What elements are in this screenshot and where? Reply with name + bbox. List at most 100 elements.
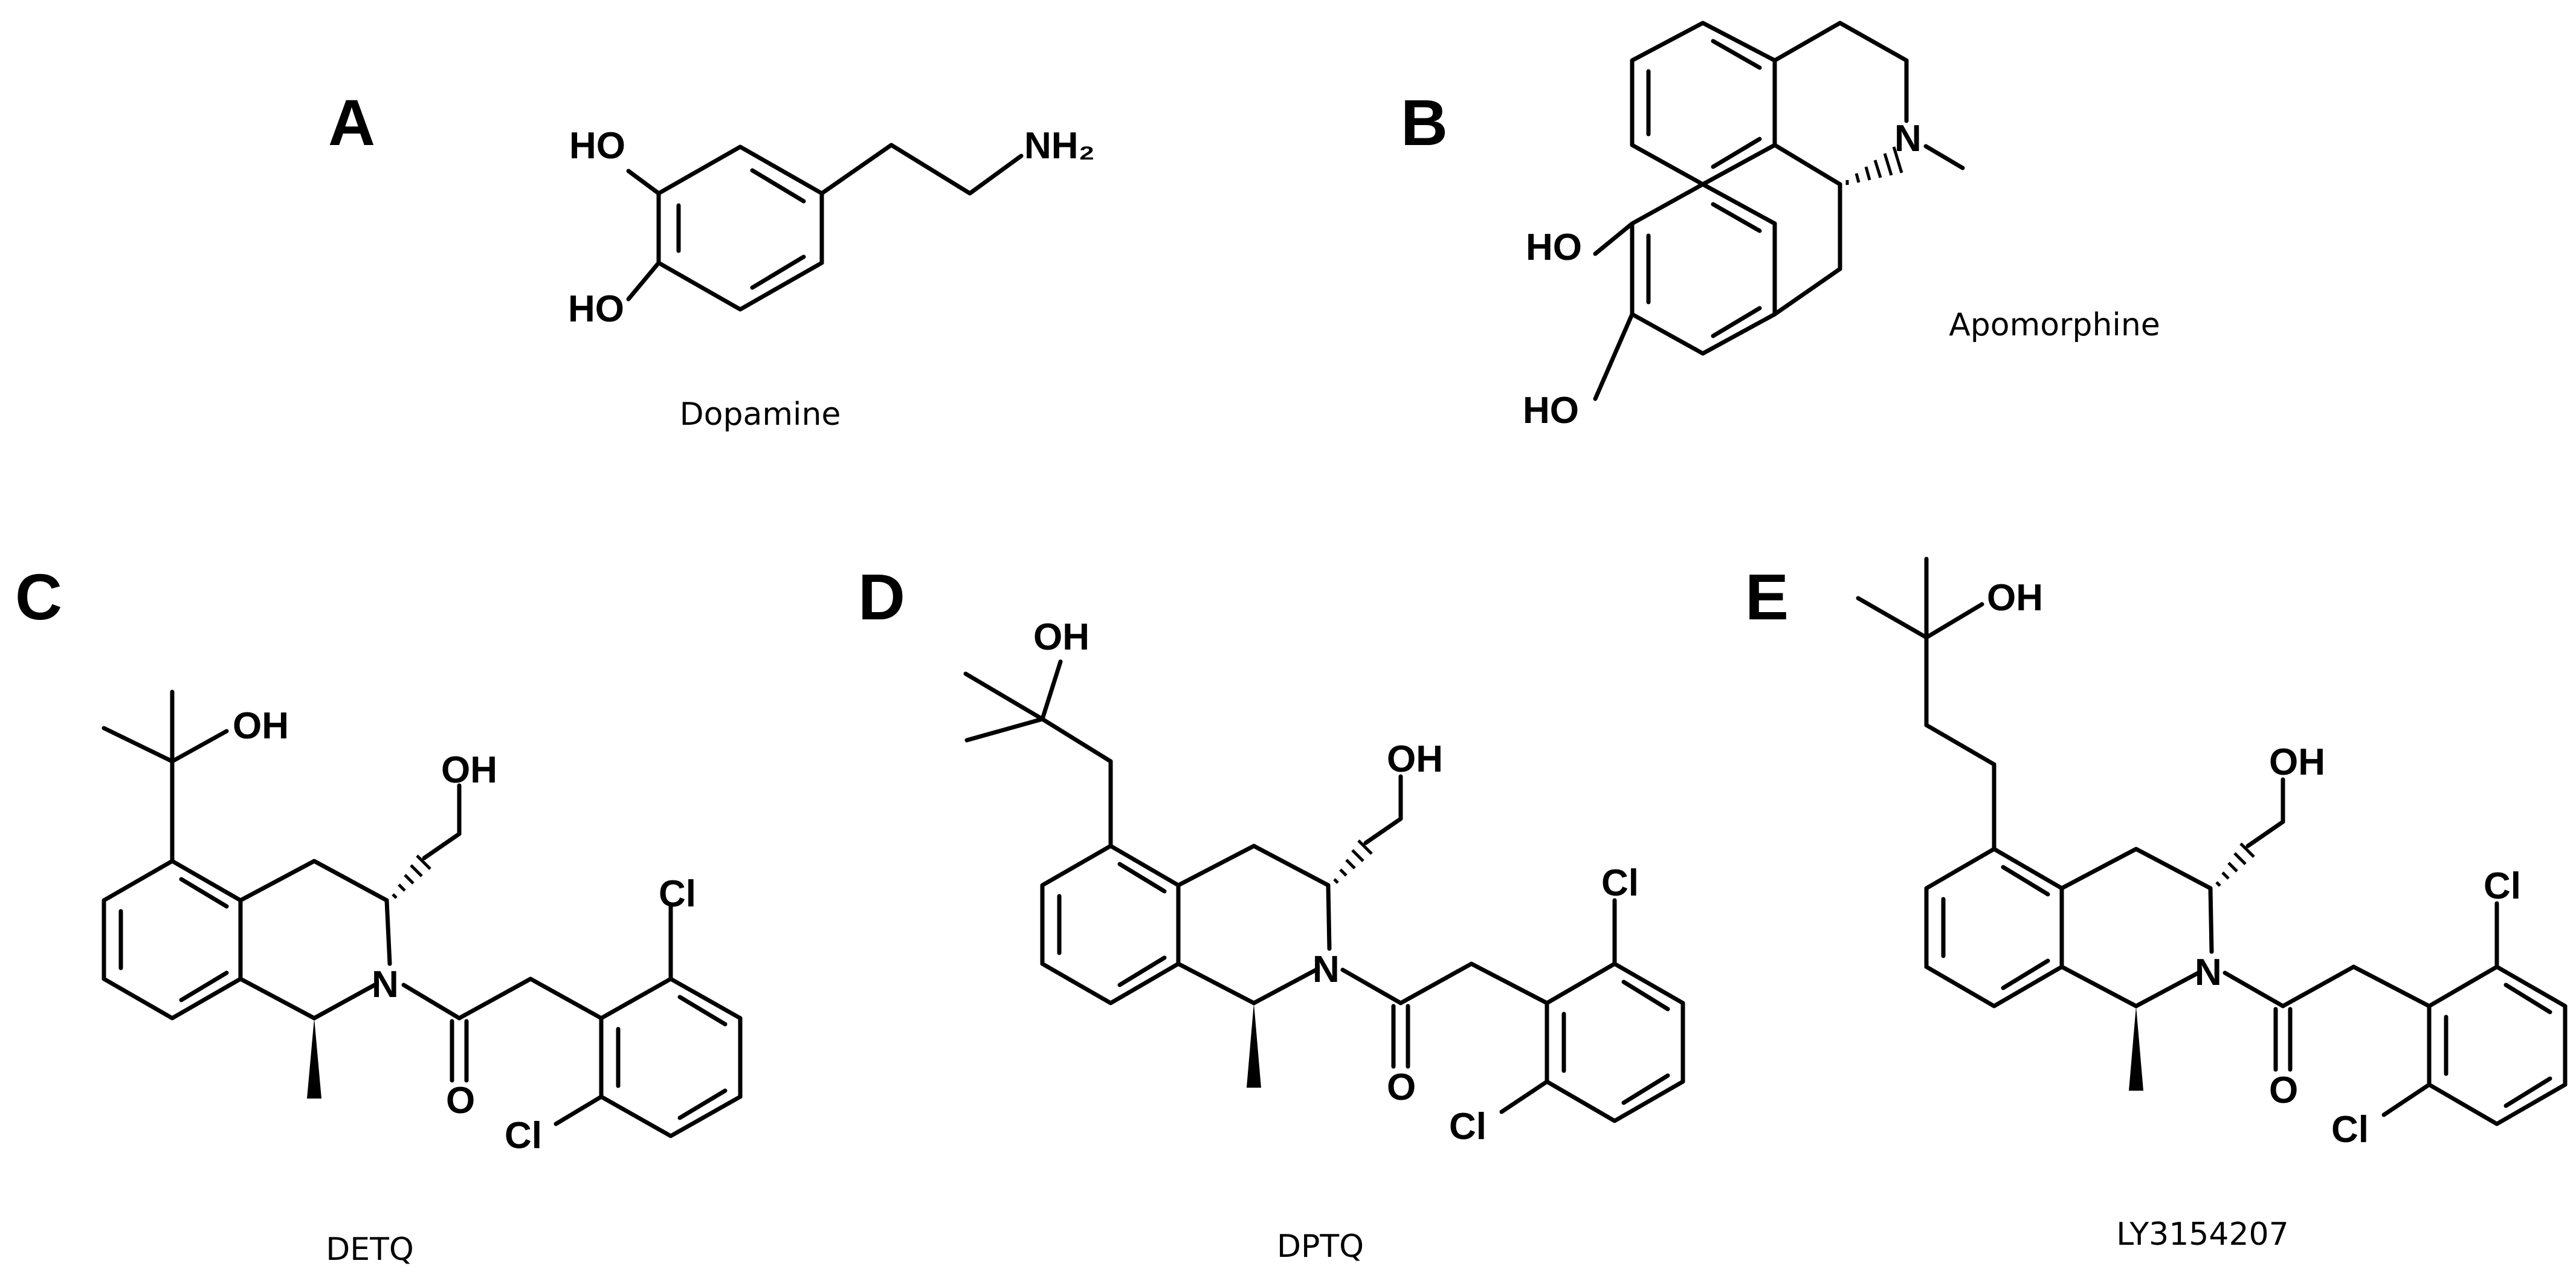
apomorphine-n-methyl bbox=[1923, 144, 1965, 170]
detq-structure: OH OH N O Cl Cl bbox=[102, 689, 743, 1157]
caption-detq: DETQ bbox=[326, 1231, 414, 1268]
atom-label-oh: OH bbox=[1987, 577, 2043, 619]
dptq-hashed-bond bbox=[1333, 839, 1373, 884]
detq-bond bbox=[170, 729, 229, 764]
dptq-bond bbox=[1040, 717, 1113, 764]
atom-label-n: N bbox=[372, 964, 399, 1005]
caption-ly3154207: LY3154207 bbox=[2116, 1216, 2288, 1253]
atom-label-ho: HO bbox=[1526, 227, 1582, 268]
atom-label-oh: OH bbox=[2269, 741, 2325, 783]
detq-ring-bond bbox=[238, 859, 389, 903]
dptq-benzene bbox=[1040, 844, 1181, 1005]
atom-label-o: O bbox=[1387, 1067, 1416, 1108]
apomorphine-double-bond bbox=[1711, 202, 1762, 233]
panel-label-b: B bbox=[1401, 86, 1448, 159]
dopamine-double-bond bbox=[750, 254, 806, 290]
ly-double-bond bbox=[2001, 865, 2050, 897]
atom-label-cl: Cl bbox=[505, 1115, 542, 1157]
atom-label-cl: Cl bbox=[1601, 862, 1639, 904]
panel-label-a: A bbox=[328, 86, 375, 159]
panel-label-e: E bbox=[1745, 560, 1789, 633]
apomorphine-piperidine bbox=[1772, 21, 1909, 123]
detq-ring-bond bbox=[238, 976, 317, 1021]
ly-hashed-bond bbox=[2215, 842, 2255, 887]
panel-b: B bbox=[1401, 21, 2160, 431]
dptq-bond bbox=[964, 717, 1045, 743]
ly-double-bond bbox=[2001, 958, 2050, 990]
dopamine-structure: HO HO NH₂ bbox=[568, 125, 1095, 330]
ly-amide-bond bbox=[2223, 970, 2285, 1009]
dptq-cl-bond bbox=[1499, 1079, 1549, 1114]
detq-cl-bond bbox=[554, 1094, 604, 1126]
ly-double-bond bbox=[2503, 983, 2552, 1015]
atom-label-cl: Cl bbox=[1449, 1106, 1487, 1147]
detq-double-bond bbox=[677, 995, 728, 1027]
detq-double-bond bbox=[179, 877, 229, 909]
panel-label-d: D bbox=[858, 560, 905, 633]
dptq-double-bond bbox=[1117, 862, 1167, 894]
dptq-bond bbox=[963, 671, 1045, 721]
apomorphine-double-bond bbox=[1711, 306, 1762, 338]
detq-bond bbox=[528, 976, 604, 1021]
panel-label-c: C bbox=[15, 560, 62, 633]
caption-dopamine: Dopamine bbox=[680, 396, 841, 433]
dopamine-double-bond bbox=[750, 168, 806, 204]
detq-dichlorophenyl bbox=[599, 976, 743, 1138]
ly-ring-bond bbox=[2134, 970, 2201, 1009]
detq-ch2oh-bond bbox=[422, 783, 462, 860]
panel-c: C bbox=[15, 560, 743, 1268]
dptq-bond bbox=[1398, 961, 1474, 1005]
detq-hashed-bond bbox=[392, 854, 431, 899]
detq-bond bbox=[457, 976, 533, 1021]
atom-label-ho: HO bbox=[1523, 390, 1579, 431]
dptq-double-bond bbox=[1621, 979, 1670, 1012]
dptq-amide-bond bbox=[1340, 967, 1403, 1005]
ly3154207-structure: OH OH N O Cl Cl bbox=[1856, 557, 2568, 1151]
dptq-structure: OH OH N O Cl Cl bbox=[963, 616, 1685, 1147]
ly-dichlorophenyl bbox=[2427, 964, 2568, 1126]
apomorphine-double-bond bbox=[1711, 39, 1762, 70]
atom-label-n: N bbox=[1894, 118, 1922, 160]
detq-benzene bbox=[102, 859, 243, 1021]
ly-bond bbox=[2351, 964, 2432, 1009]
dptq-ring-bond bbox=[1176, 844, 1331, 888]
apomorphine-structure: N HO HO bbox=[1523, 21, 1965, 431]
atom-label-o: O bbox=[446, 1080, 475, 1121]
ly-bond bbox=[1856, 596, 1929, 640]
panel-d: D bbox=[858, 560, 1685, 1265]
dopamine-side-chain bbox=[819, 143, 1024, 196]
caption-dptq: DPTQ bbox=[1277, 1228, 1364, 1265]
ly-bond bbox=[2281, 964, 2356, 1009]
atom-label-ho: HO bbox=[568, 288, 624, 330]
apomorphine-oh-bond bbox=[1593, 221, 1635, 256]
caption-apomorphine: Apomorphine bbox=[1949, 307, 2160, 343]
atom-label-cl: Cl bbox=[659, 873, 696, 915]
detq-double-bond bbox=[677, 1088, 728, 1120]
atom-label-ho: HO bbox=[569, 125, 625, 167]
dptq-dichlorophenyl bbox=[1545, 961, 1685, 1123]
panel-e: E bbox=[1745, 557, 2568, 1253]
ly-wedge-methyl bbox=[2129, 1006, 2143, 1091]
apomorphine-bond bbox=[1772, 143, 1842, 187]
ly-ring-bond bbox=[2059, 964, 2139, 1009]
ly-benzene bbox=[1924, 847, 2064, 1009]
ly-bond bbox=[1924, 602, 1984, 640]
dptq-ring-bond bbox=[1176, 961, 1256, 1005]
apomorphine-ring-bottom bbox=[1630, 182, 1777, 356]
ly-ring-bond bbox=[2208, 886, 2214, 954]
panel-a: A HO HO NH₂ Dopamine bbox=[328, 86, 1095, 433]
dopamine-oh-bond bbox=[626, 169, 661, 196]
ly-ch2oh-bond bbox=[2245, 777, 2285, 848]
atom-label-n: N bbox=[2195, 952, 2222, 993]
dptq-ring-bond bbox=[1326, 883, 1332, 951]
detq-double-bond bbox=[179, 970, 229, 1002]
dptq-bond bbox=[1469, 961, 1549, 1005]
dopamine-ring bbox=[656, 144, 824, 312]
ly-bond bbox=[1924, 723, 1997, 767]
atom-label-n: N bbox=[1312, 949, 1340, 990]
dptq-wedge-methyl bbox=[1247, 1003, 1261, 1088]
apomorphine-bond bbox=[1772, 266, 1842, 317]
atom-label-cl: Cl bbox=[2484, 865, 2521, 907]
dptq-double-bond bbox=[1621, 1073, 1670, 1105]
